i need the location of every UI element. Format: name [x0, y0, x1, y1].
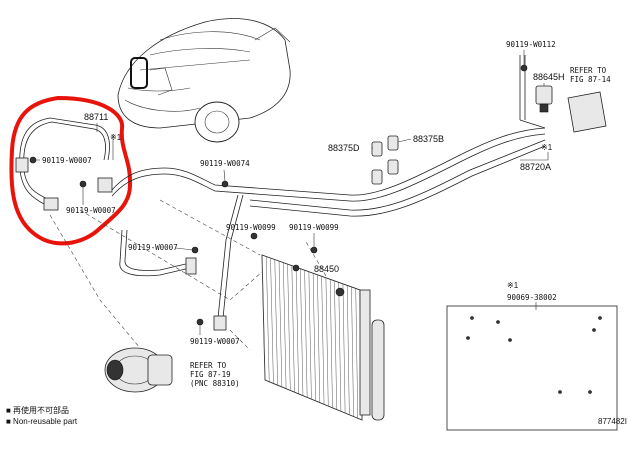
pipe-88711	[15, 117, 113, 211]
label-90119-w0112: 90119-W0112	[506, 40, 556, 49]
label-88375b: 88375B	[413, 134, 444, 144]
label-88375d: 88375D	[328, 143, 360, 153]
condenser-fin	[317, 274, 321, 403]
condenser-fin	[300, 268, 304, 396]
condenser-fin	[325, 277, 329, 407]
condenser-fin	[270, 258, 274, 384]
liquid-tube	[119, 194, 244, 331]
legend: ■ 再使用不可部品 ■ Non-reusable part	[6, 405, 78, 426]
condenser-fin	[351, 286, 354, 417]
label-88720a: 88720A	[520, 162, 551, 172]
label-88645h: 88645H	[533, 72, 565, 82]
vehicle-front-illustration	[117, 18, 291, 143]
pressure-switch-88645h	[520, 64, 607, 133]
condenser-fin	[295, 267, 299, 394]
compressor	[104, 347, 173, 393]
ref-87-14-line1: REFER TO	[570, 66, 607, 75]
ref-fig-87-14: REFER TO FIG 87-14	[570, 66, 611, 84]
legend-english: ■ Non-reusable part	[6, 417, 78, 426]
label-88450: 88450	[314, 264, 339, 274]
condenser-fin	[355, 288, 359, 419]
condenser-fin	[338, 282, 342, 412]
label-90119-w0007-b: 90119-W0007	[66, 206, 116, 215]
condenser-fin	[261, 254, 266, 381]
legend-japanese: ■ 再使用不可部品	[6, 405, 69, 415]
label-90119-w0074: 90119-W0074	[200, 159, 250, 168]
label-90119-w0007-c: 90119-W0007	[128, 243, 178, 252]
ref-fig-87-19: REFER TO FIG 87-19 (PNC 88310)	[190, 361, 240, 388]
inset-panel	[446, 305, 618, 431]
condenser-fin	[278, 261, 283, 387]
ref-87-19-line3: (PNC 88310)	[190, 379, 240, 388]
label-90119-w0099-a: 90119-W0099	[226, 223, 276, 232]
condenser-fin	[274, 259, 278, 386]
condenser-fin	[291, 265, 295, 393]
suction-line	[111, 55, 546, 217]
condenser-fin	[329, 279, 333, 408]
condenser-fin	[304, 270, 308, 398]
label-ticks	[33, 50, 549, 335]
condenser-fin	[321, 276, 325, 405]
label-90069-38002: 90069-38002	[507, 293, 557, 302]
condenser-fin	[283, 262, 287, 389]
ref-87-14-line2: FIG 87-14	[570, 75, 611, 84]
label-star1-88720a: ※1	[541, 143, 553, 152]
caps-88375	[371, 135, 399, 185]
label-90119-w0099-b: 90119-W0099	[289, 223, 339, 232]
condenser-fin	[312, 273, 316, 401]
part-labels: 88711 ※1 90119-W0007 90119-W0007 90119-W…	[42, 40, 565, 346]
condenser-fin	[346, 285, 350, 415]
condenser-88450	[261, 254, 385, 421]
highlight-outline	[9, 95, 133, 246]
label-90119-w0007-a: 90119-W0007	[42, 156, 92, 165]
condenser-fin	[334, 280, 337, 410]
label-star1-90069: ※1	[507, 281, 519, 290]
label-star1-88711: ※1	[110, 133, 122, 142]
ref-87-19-line1: REFER TO	[190, 361, 227, 370]
condenser-fin	[266, 256, 270, 382]
condenser-fin	[287, 264, 291, 391]
condenser-fin	[308, 271, 312, 400]
condenser-fin	[342, 283, 346, 414]
ref-87-19-line2: FIG 87-19	[190, 370, 231, 379]
label-88711: 88711	[84, 112, 108, 122]
figure-id: 877482I	[598, 417, 627, 426]
label-90119-w0007-d: 90119-W0007	[190, 337, 240, 346]
